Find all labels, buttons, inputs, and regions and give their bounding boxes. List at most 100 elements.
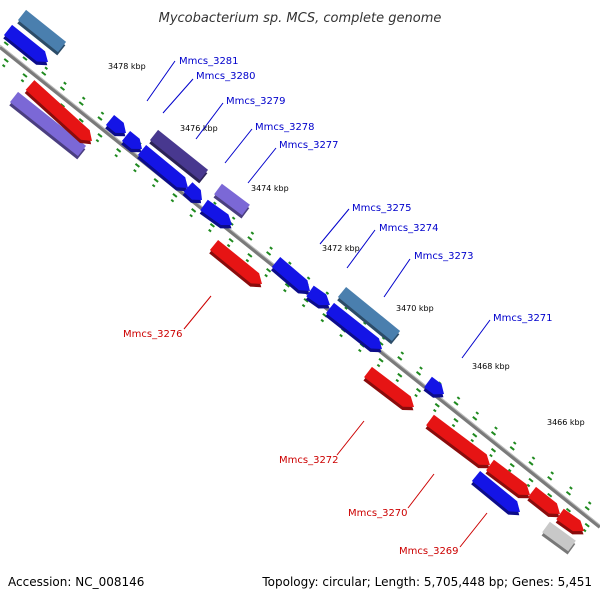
gene-arrow-body	[325, 302, 382, 349]
kbp-labels: 3478 kbp 3476 kbp 3474 kbp 3472 kbp 3470…	[108, 62, 585, 427]
tick-mark	[320, 318, 325, 323]
kbp-label-3472: 3472 kbp	[322, 244, 360, 253]
tick-mark	[97, 133, 103, 138]
gene-arrow[interactable]	[148, 129, 209, 184]
gene-label-mmcs-3276[interactable]: Mmcs_3276	[123, 329, 183, 340]
tick-mark	[376, 363, 381, 368]
gene-arrow-body	[183, 182, 203, 201]
tick-mark	[363, 321, 367, 325]
gene-label-mmcs-3279[interactable]: Mmcs_3279	[226, 96, 286, 107]
tick-mark	[266, 267, 272, 273]
tick-mark	[134, 163, 141, 168]
gene-label-mmcs-3274[interactable]: Mmcs_3274	[379, 223, 439, 234]
gene-arrow[interactable]	[104, 114, 131, 141]
gene-arrow[interactable]	[16, 9, 67, 56]
gene-arrow[interactable]	[120, 130, 147, 157]
gene-arrow[interactable]	[424, 414, 495, 474]
gene-arrow-body	[25, 80, 93, 142]
tick-mark	[453, 417, 459, 423]
gene-arrow[interactable]	[324, 302, 387, 357]
gene-label-mmcs-3271[interactable]: Mmcs_3271	[493, 313, 553, 324]
gene-label-mmcs-3277[interactable]: Mmcs_3277	[279, 140, 339, 151]
gene-arrow[interactable]	[2, 24, 53, 70]
tick-mark	[209, 223, 215, 228]
tick-mark	[114, 153, 118, 158]
tick-mark	[419, 366, 423, 370]
tick-mark	[78, 101, 84, 106]
gene-label-mmcs-3272[interactable]: Mmcs_3272	[279, 455, 339, 466]
tick-mark	[339, 333, 343, 338]
gene-arrow[interactable]	[182, 182, 208, 208]
gene-label-mmcs-3269[interactable]: Mmcs_3269	[399, 546, 459, 557]
tick-mark	[489, 453, 493, 458]
tick-mark	[472, 416, 478, 421]
gene-arrow-body	[3, 24, 49, 63]
gene-arrow[interactable]	[305, 285, 335, 314]
gene-label-mmcs-3280[interactable]: Mmcs_3280	[196, 71, 256, 82]
tick-mark	[582, 528, 587, 533]
gene-label-mmcs-3278[interactable]: Mmcs_3278	[255, 122, 315, 133]
tick-mark	[507, 468, 512, 473]
tick-mark	[584, 522, 590, 528]
tick-mark	[301, 303, 306, 308]
gene-arrow[interactable]	[336, 286, 401, 345]
gene-arrow[interactable]	[540, 521, 577, 555]
gene-label-mmcs-3273[interactable]: Mmcs_3273	[414, 251, 474, 262]
tick-mark	[470, 438, 475, 443]
tick-mark	[59, 103, 66, 108]
gene-arrow[interactable]	[470, 470, 525, 520]
tick-mark	[116, 148, 122, 153]
tick-mark	[250, 231, 255, 235]
tick-mark	[550, 471, 555, 475]
tick-mark	[415, 387, 422, 393]
kbp-label-3466: 3466 kbp	[547, 418, 585, 427]
kbp-label-3478: 3478 kbp	[108, 62, 146, 71]
tick-mark	[569, 486, 573, 490]
tick-mark	[456, 396, 461, 400]
tick-mark	[325, 291, 330, 295]
gene-arrow[interactable]	[270, 257, 316, 299]
gene-label-mmcs-3281[interactable]: Mmcs_3281	[179, 56, 239, 67]
tick-mark	[565, 490, 572, 496]
tick-mark	[153, 178, 159, 183]
gene-arrow[interactable]	[212, 183, 251, 219]
tick-mark	[397, 356, 403, 361]
gene-arrow[interactable]	[136, 144, 193, 196]
gene-arrow-body	[542, 521, 576, 552]
tick-mark	[565, 507, 572, 513]
tick-mark	[415, 371, 422, 376]
tick-mark	[432, 408, 437, 413]
tick-mark	[189, 213, 193, 218]
tick-mark	[512, 441, 517, 445]
tick-mark	[3, 41, 9, 46]
tick-mark	[306, 276, 311, 280]
label-lines	[146, 60, 491, 548]
gene-arrow[interactable]	[422, 376, 449, 403]
gene-arrow-body	[337, 286, 401, 342]
gene-arrow[interactable]	[24, 80, 98, 149]
gene-arrow-body	[471, 470, 521, 513]
gene-arrow-body	[209, 239, 263, 285]
gene-label-mmcs-3270[interactable]: Mmcs_3270	[348, 508, 408, 519]
tick-mark	[490, 431, 497, 436]
tick-mark	[344, 306, 348, 310]
tick-mark	[78, 118, 84, 123]
gene-arrow-body	[214, 183, 250, 216]
tick-mark	[1, 64, 6, 68]
tick-mark	[264, 273, 268, 278]
gene-arrow[interactable]	[362, 366, 419, 416]
tick-mark	[358, 348, 362, 353]
gene-arrow[interactable]	[526, 486, 565, 523]
kbp-label-3474: 3474 kbp	[251, 184, 289, 193]
gene-arrow[interactable]	[555, 508, 589, 540]
leader-mmcs-3270	[407, 473, 435, 509]
gene-arrow[interactable]	[484, 459, 535, 504]
gene-arrow-body	[121, 130, 142, 149]
gene-arrow[interactable]	[208, 239, 267, 292]
leader-mmcs-3275	[319, 208, 350, 245]
tick-mark	[288, 261, 292, 265]
gene-arrow[interactable]	[8, 91, 87, 160]
gene-arrow[interactable]	[198, 199, 237, 234]
tick-mark	[587, 501, 592, 505]
gene-label-mmcs-3275[interactable]: Mmcs_3275	[352, 203, 412, 214]
